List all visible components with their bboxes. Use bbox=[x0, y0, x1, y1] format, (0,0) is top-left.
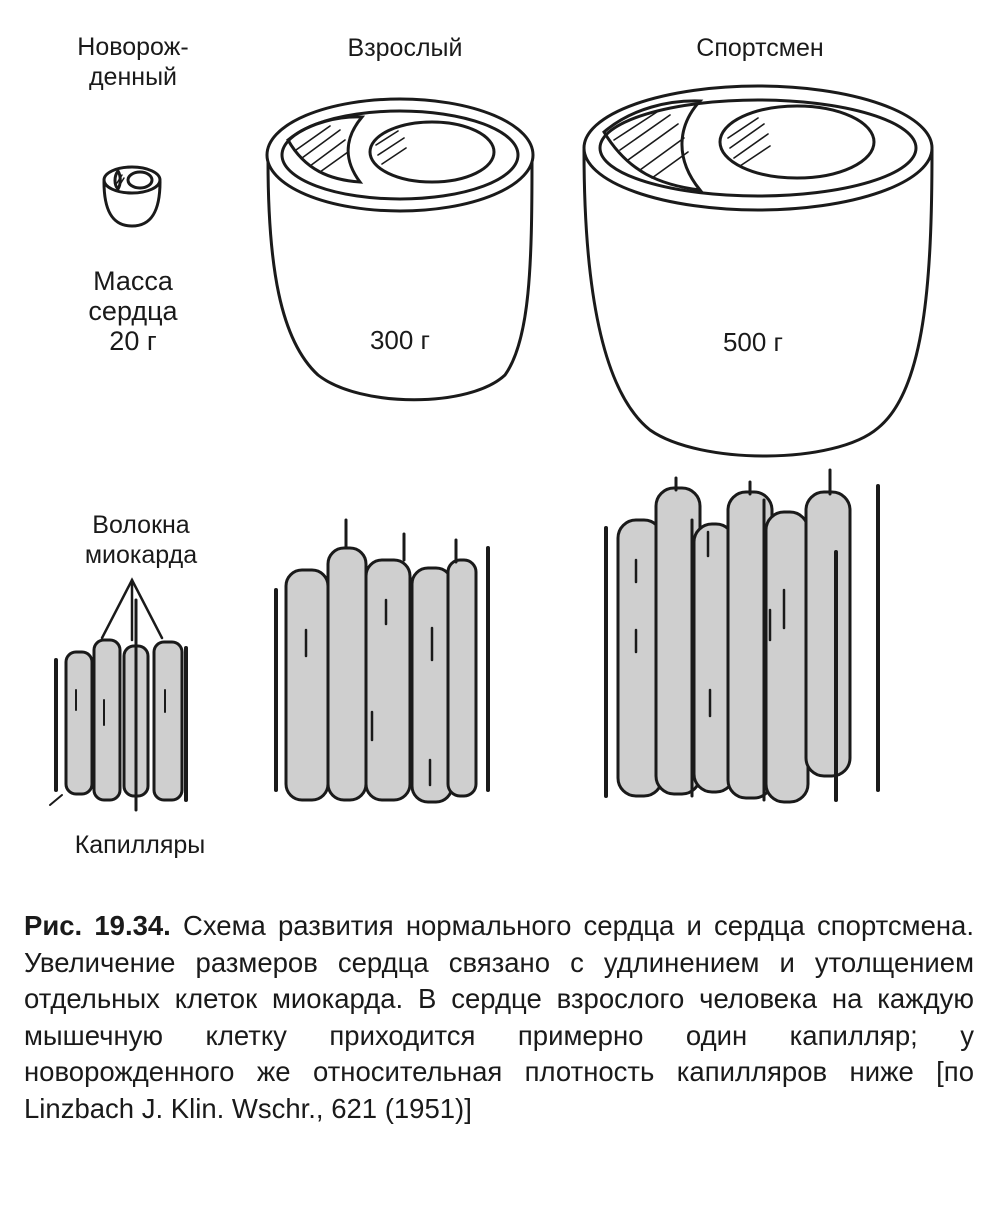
figure-artwork bbox=[49, 84, 934, 812]
newborn-title-line2: денный bbox=[88, 63, 178, 91]
myocardial-fibers-label: Волокна миокарда bbox=[56, 510, 226, 570]
mass-label-line3: 20 г bbox=[109, 326, 157, 356]
mass-label-line2: сердца bbox=[88, 296, 178, 326]
newborn-heart-drawing bbox=[102, 165, 162, 228]
athlete-mass-value: 500 г bbox=[722, 327, 784, 357]
newborn-fiber-bundle bbox=[49, 577, 188, 812]
newborn-title: Новорож- денный bbox=[48, 32, 218, 92]
athlete-fiber-bundle bbox=[604, 468, 880, 804]
fibers-label-line1: Волокна bbox=[92, 511, 190, 539]
adult-fiber-bundle bbox=[274, 518, 490, 804]
heart-mass-label: Масса сердца 20 г bbox=[58, 266, 208, 356]
figure-number: Рис. 19.34. bbox=[24, 910, 171, 941]
adult-heart-drawing bbox=[265, 97, 535, 402]
fibers-label-line2: миокарда bbox=[84, 541, 198, 569]
capillaries-label: Капилляры bbox=[74, 831, 206, 859]
adult-mass-value: 300 г bbox=[369, 325, 431, 355]
adult-title: Взрослый bbox=[347, 34, 463, 62]
mass-label-line1: Масса bbox=[93, 266, 173, 296]
figure-caption: Рис. 19.34. Схема развития нормального с… bbox=[24, 908, 974, 1127]
athlete-title: Спортсмен bbox=[696, 34, 824, 62]
caption-text: Схема развития нормального сердца и серд… bbox=[24, 910, 974, 1124]
athlete-heart-drawing bbox=[582, 84, 934, 458]
newborn-title-line1: Новорож- bbox=[77, 33, 189, 61]
